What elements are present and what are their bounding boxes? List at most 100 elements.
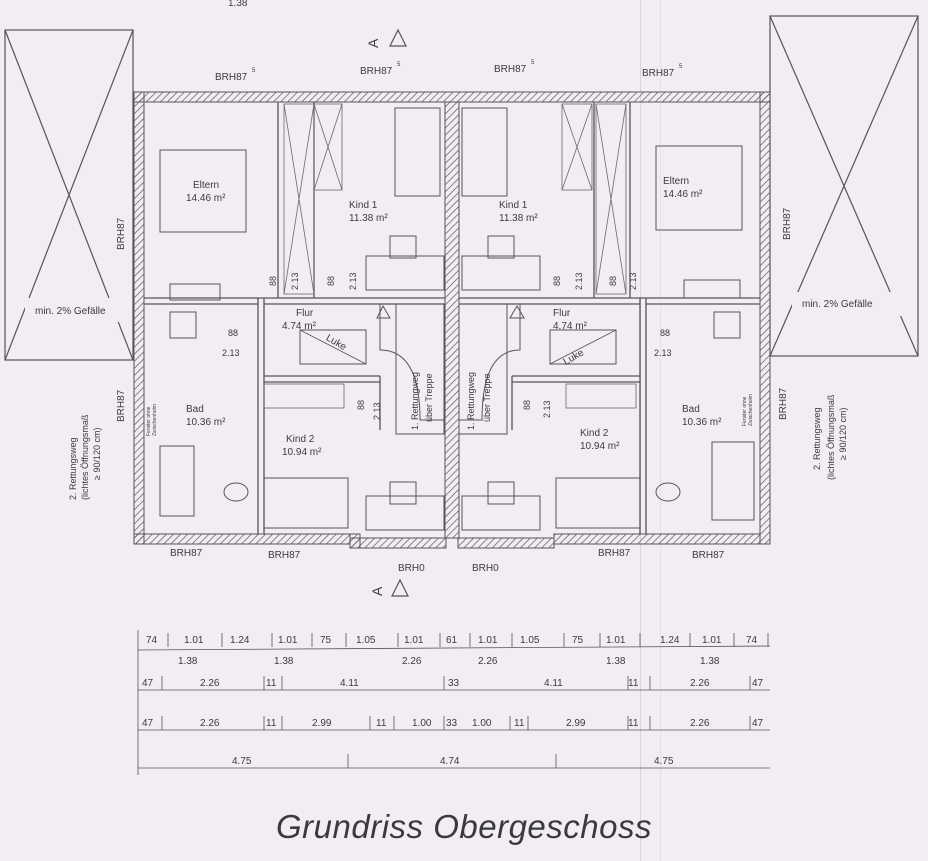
door-height: 2.13 <box>348 272 358 290</box>
wardrobes <box>263 103 637 409</box>
room-name-flur-right: Flur <box>553 308 571 319</box>
door-height: 2.13 <box>290 272 300 290</box>
luke-hatch-right: Luke <box>549 329 617 368</box>
svg-text:A: A <box>369 586 385 596</box>
dimension-value: 1.38 <box>700 656 720 667</box>
room-area-flur-left: 4.74 m² <box>282 321 317 332</box>
page-title: Grundriss Obergeschoss <box>276 808 652 845</box>
dimension-value: 47 <box>142 678 154 689</box>
window-note: Fenster ohne <box>742 396 748 426</box>
brh-label: BRH87 <box>116 217 127 250</box>
dimension-value: 4.75 <box>654 756 674 767</box>
stair-route-label: über Treppe <box>424 373 434 422</box>
dimension-value: 75 <box>320 635 332 646</box>
brh-label: BRH87 <box>782 207 793 240</box>
dimension-value: 47 <box>142 718 154 729</box>
door-height: 2.13 <box>574 272 584 290</box>
door-width: 88 <box>608 276 618 286</box>
svg-text:5: 5 <box>679 64 683 70</box>
room-area-kind2-left: 10.94 m² <box>282 447 322 458</box>
dimension-value: 11 <box>628 678 639 689</box>
dimension-value: 2.99 <box>312 718 332 729</box>
dimension-value: 1.01 <box>478 635 498 646</box>
slope-label-right: min. 2% Gefälle <box>802 299 873 310</box>
section-marker-top: A <box>365 28 407 48</box>
escape-route-label: ≥ 90/120 cm) <box>838 408 848 460</box>
window-note: Zwischenholm <box>152 404 158 436</box>
brh0-label: BRH0 <box>398 563 425 574</box>
dimension-value: 2.26 <box>690 678 710 689</box>
door-height: 2.13 <box>654 348 672 358</box>
room-name-bad-left: Bad <box>186 404 204 415</box>
dimension-value: 1.05 <box>356 635 376 646</box>
room-name-flur-left: Flur <box>296 308 314 319</box>
door-width: 88 <box>326 276 336 286</box>
dimension-value: 1.38 <box>178 656 198 667</box>
dimension-value: 47 <box>752 678 764 689</box>
room-area-kind1-right: 11.38 m² <box>499 213 538 224</box>
dimension-value: 1.01 <box>184 635 204 646</box>
dimension-value: 33 <box>448 678 460 689</box>
stair-route-label: über Treppe <box>482 373 492 422</box>
stair-route-label: 1. Rettungweg <box>410 372 420 430</box>
svg-text:Luke: Luke <box>324 333 349 354</box>
brh-label: BRH87 <box>360 66 393 77</box>
dimension-value: 1.24 <box>230 635 250 646</box>
dimension-value: 2.26 <box>200 678 220 689</box>
dimension-value: 11 <box>266 678 277 689</box>
svg-text:Luke: Luke <box>562 347 587 368</box>
brh-label: BRH87 <box>170 548 203 559</box>
room-name-kind1-left: Kind 1 <box>349 200 378 211</box>
room-name-eltern-left: Eltern <box>193 180 219 191</box>
room-name-kind1-right: Kind 1 <box>499 200 528 211</box>
dimension-value: 2.26 <box>478 656 498 667</box>
room-area-kind1-left: 11.38 m² <box>349 213 388 224</box>
room-name-bad-right: Bad <box>682 404 700 415</box>
slope-label-left: min. 2% Gefälle <box>35 306 106 317</box>
staircase-left <box>376 303 445 435</box>
door-width: 88 <box>552 276 562 286</box>
exterior-walls <box>133 91 771 549</box>
dimension-value: 1.38 <box>606 656 626 667</box>
dimension-value: 47 <box>752 718 764 729</box>
door-width: 88 <box>356 400 366 410</box>
dimension-lines <box>137 630 771 775</box>
top-dimension: 1.38 <box>228 0 248 9</box>
dimension-value: 1.00 <box>412 718 432 729</box>
brh-label: BRH87 <box>116 389 127 422</box>
room-area-bad-right: 10.36 m² <box>682 417 722 428</box>
svg-text:5: 5 <box>397 62 401 68</box>
door-height: 2.13 <box>628 272 638 290</box>
dimension-value: 1.05 <box>520 635 540 646</box>
escape-route-label: 2. Rettungsweg <box>68 437 78 500</box>
staircase-right <box>458 303 525 435</box>
dimension-value: 11 <box>514 718 525 729</box>
door-width: 88 <box>660 328 670 338</box>
room-name-eltern-right: Eltern <box>663 176 689 187</box>
section-marker-bottom: A <box>369 578 409 597</box>
door-height: 2.13 <box>372 402 382 420</box>
dimension-value: 1.24 <box>660 635 680 646</box>
svg-text:A: A <box>365 38 381 48</box>
dimension-value: 11 <box>628 718 639 729</box>
dimension-value: 61 <box>446 635 458 646</box>
dimension-value: 1.01 <box>606 635 626 646</box>
door-width: 88 <box>522 400 532 410</box>
door-height: 2.13 <box>222 348 240 358</box>
dimension-value: 1.01 <box>278 635 298 646</box>
dimension-value: 2.26 <box>200 718 220 729</box>
brh-label: BRH87 <box>598 548 631 559</box>
escape-route-label: (lichtes Öffnungsmaß <box>826 394 836 480</box>
escape-route-label: ≥ 90/120 cm) <box>92 428 102 480</box>
dimension-value: 74 <box>746 635 758 646</box>
dimension-value: 2.26 <box>690 718 710 729</box>
dimension-value: 1.00 <box>472 718 492 729</box>
dimension-value: 2.26 <box>402 656 422 667</box>
dimension-value: 74 <box>146 635 158 646</box>
brh0-label: BRH0 <box>472 563 499 574</box>
door-width: 88 <box>268 276 278 286</box>
